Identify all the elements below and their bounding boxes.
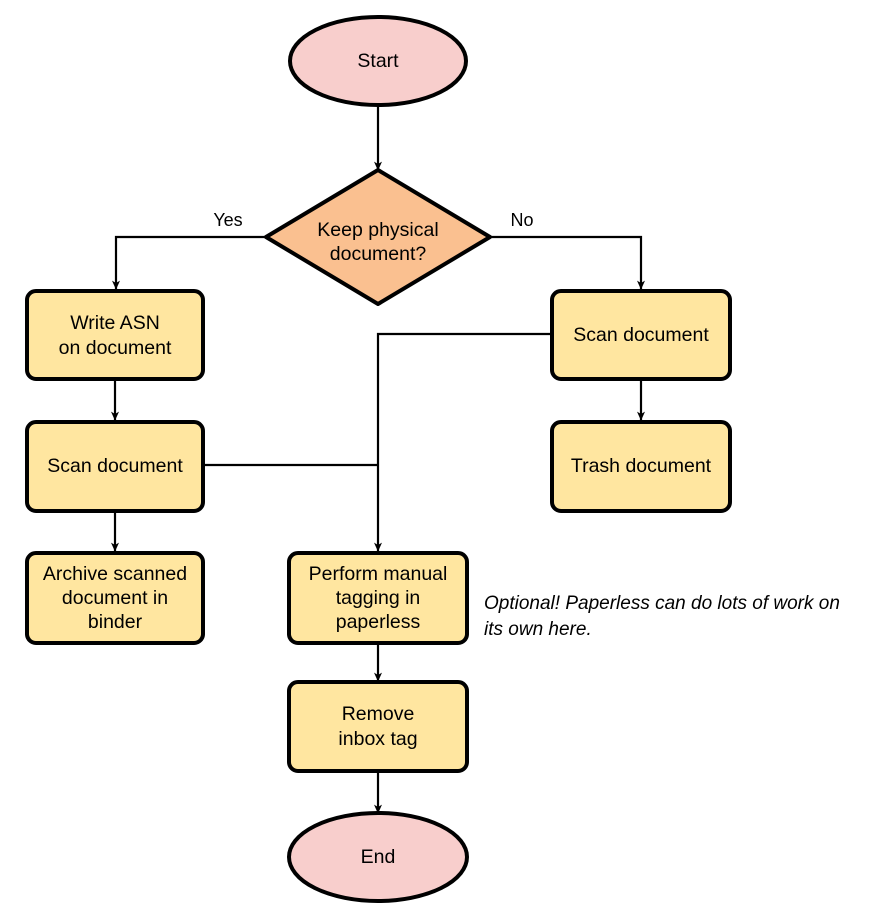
node-trash-document[interactable]: Trash document	[550, 420, 732, 513]
trash-document-label: Trash document	[571, 455, 712, 477]
edge-label-yes: Yes	[213, 210, 242, 230]
edge-decision-to-scan-right	[490, 235, 645, 290]
scan-document-right-label: Scan document	[573, 324, 709, 346]
end-ellipse[interactable]	[287, 811, 469, 903]
note-line2: its own here.	[484, 619, 592, 640]
node-archive-scanned-document[interactable]: Archive scanned document in binder	[25, 551, 205, 645]
node-remove-inbox-tag[interactable]: Remove inbox tag	[287, 680, 469, 773]
annotation-note: Optional! Paperless can do lots of work …	[484, 593, 840, 640]
trash-document-box[interactable]	[550, 420, 732, 513]
edge-label-no: No	[510, 210, 533, 230]
connector-group	[111, 105, 645, 814]
node-scan-document-left[interactable]: Scan document	[25, 420, 205, 513]
decision-label-line1: Keep physical	[317, 219, 438, 241]
remove-inbox-label-line2: inbox tag	[338, 728, 417, 750]
write-asn-label-line1: Write ASN	[70, 312, 160, 334]
note-line1: Optional! Paperless can do lots of work …	[484, 593, 840, 614]
remove-inbox-label-line1: Remove	[342, 703, 415, 725]
node-write-asn[interactable]: Write ASN on document	[25, 289, 205, 381]
node-scan-document-right[interactable]: Scan document	[550, 289, 732, 381]
edge-decision-to-write-asn	[112, 235, 265, 290]
scan-document-right-box[interactable]	[550, 289, 732, 381]
archive-label-line3: binder	[88, 611, 143, 633]
scan-document-left-label: Scan document	[47, 455, 183, 477]
tagging-label-line3: paperless	[336, 611, 421, 633]
tagging-label-line2: tagging in	[336, 587, 421, 609]
archive-label-line2: document in	[62, 587, 168, 609]
write-asn-label-line2: on document	[59, 337, 172, 359]
archive-label-line1: Archive scanned	[43, 563, 187, 585]
remove-inbox-tag-box[interactable]	[287, 680, 469, 773]
decision-label-line2: document?	[330, 243, 427, 265]
edge-scan-right-to-tagging	[374, 332, 552, 552]
node-end[interactable]: End	[287, 811, 469, 903]
scan-document-left-box[interactable]	[25, 420, 205, 513]
node-decision-keep-physical-document[interactable]: Keep physical document?	[264, 168, 492, 306]
start-ellipse[interactable]	[288, 15, 468, 107]
tagging-label-line1: Perform manual	[309, 563, 448, 585]
node-perform-manual-tagging[interactable]: Perform manual tagging in paperless	[287, 551, 469, 645]
archive-box[interactable]	[25, 551, 205, 645]
start-label: Start	[357, 50, 399, 72]
end-label: End	[361, 846, 396, 868]
write-asn-box[interactable]	[25, 289, 205, 381]
node-start[interactable]: Start	[288, 15, 468, 107]
tagging-box[interactable]	[287, 551, 469, 645]
decision-diamond[interactable]	[264, 168, 492, 306]
